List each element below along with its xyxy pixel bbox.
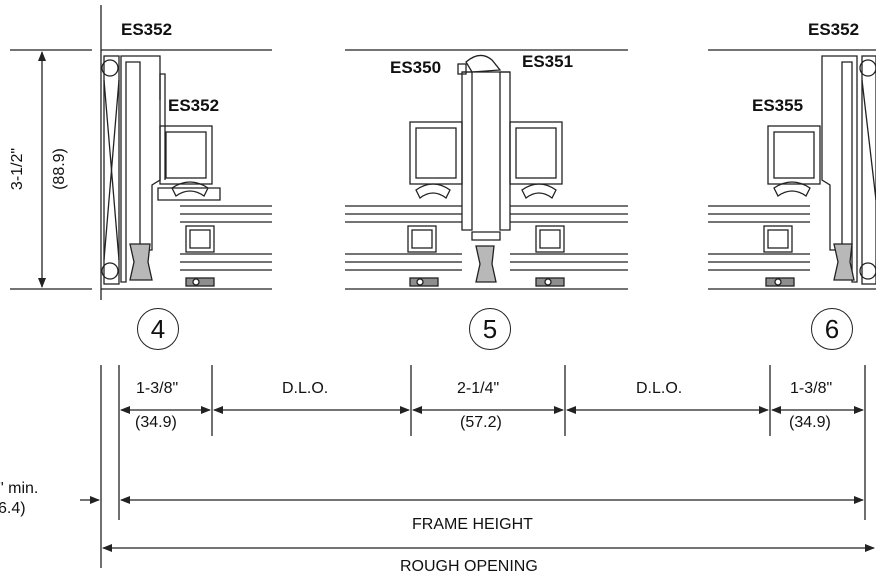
detail-callout-5: 5 [469, 308, 511, 350]
height-dimension-line [10, 49, 92, 290]
profile-label-es352-inner: ES352 [168, 96, 220, 115]
segment-3-metric: (57.2) [460, 414, 502, 431]
profile-label-es350: ES350 [390, 58, 442, 77]
segment-1-value: 1-3/8" [136, 380, 179, 397]
shim-value: " min. [0, 480, 39, 497]
segment-1-metric: (34.9) [135, 414, 177, 431]
profile-label-es351: ES351 [522, 52, 574, 71]
detail-callout-4: 4 [137, 308, 179, 350]
detail-4-section [100, 5, 272, 300]
segment-5-value: 1-3/8" [790, 380, 833, 397]
shim-metric: 6.4) [0, 500, 26, 517]
profile-label-es352-left: ES352 [121, 20, 173, 39]
segment-3-value: 2-1/4" [457, 380, 500, 397]
height-dimension-value: 3-1/2" [9, 147, 26, 191]
rough-opening-label: ROUGH OPENING [400, 558, 538, 575]
profile-label-es355: ES355 [752, 96, 804, 115]
profile-label-es352-right: ES352 [808, 20, 860, 39]
segment-2-value: D.L.O. [282, 380, 329, 397]
height-dimension-metric: (88.9) [51, 148, 68, 190]
frame-height-label: FRAME HEIGHT [412, 516, 533, 533]
detail-callout-6: 6 [811, 308, 853, 350]
segment-5-metric: (34.9) [789, 414, 831, 431]
segment-4-value: D.L.O. [636, 380, 683, 397]
detail-5-section [345, 49, 628, 290]
detail-6-section [708, 49, 876, 290]
